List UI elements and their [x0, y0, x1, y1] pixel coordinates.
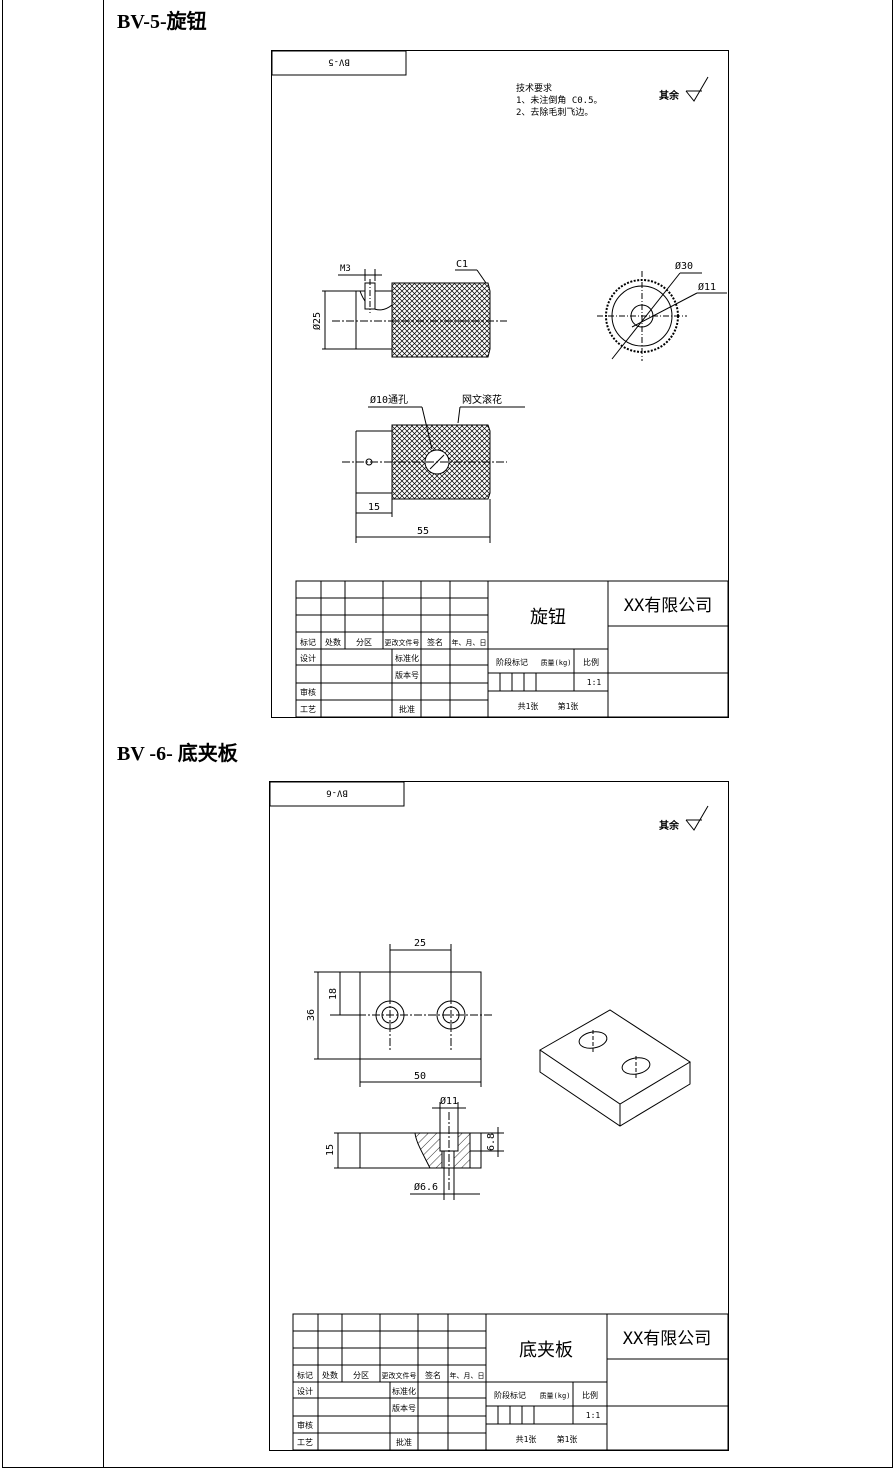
- tb-process: 工艺: [300, 705, 316, 714]
- tb-approve: 批准: [399, 704, 415, 714]
- tb-scale: 1:1: [587, 678, 602, 687]
- drawing-sheet-bv6: BV-6 其余 25 18 36 50: [269, 781, 729, 1451]
- tb-process: 工艺: [297, 1438, 313, 1447]
- tb-company: XX有限公司: [623, 1329, 711, 1349]
- dim-15: 15: [325, 1144, 336, 1156]
- tb-design: 设计: [297, 1386, 313, 1396]
- tb-count: 处数: [322, 1370, 338, 1380]
- tb-change-doc: 更改文件号: [385, 638, 420, 647]
- dim-d11: Ø11: [698, 281, 716, 293]
- tb-sheets: 共1张: [516, 1435, 537, 1444]
- drawing-bv6: BV-6 其余 25 18 36 50: [270, 782, 728, 1450]
- tech-req-line-1: 1、未注倒角 C0.5。: [516, 94, 603, 106]
- tb-weight: 质量(kg): [540, 1391, 571, 1400]
- tb-review: 审核: [297, 1420, 313, 1430]
- tb-weight: 质量(kg): [541, 658, 572, 667]
- tb-sign: 签名: [425, 1370, 441, 1380]
- dim-d25: Ø25: [311, 312, 323, 330]
- tb-version: 版本号: [392, 1403, 416, 1413]
- plate-section-view: [334, 1102, 504, 1200]
- tb-version: 版本号: [395, 670, 419, 680]
- dim-l55: 55: [417, 526, 429, 537]
- tb-standard: 标准化: [392, 1386, 416, 1396]
- dim-25: 25: [414, 938, 426, 949]
- tb-approve: 批准: [396, 1437, 412, 1447]
- dim-d30: Ø30: [675, 260, 693, 272]
- dim-through-hole: Ø10通孔: [370, 394, 408, 406]
- roughness-label: 其余: [659, 819, 680, 832]
- tb-ratio: 比例: [582, 1390, 598, 1400]
- title-block-bv6: [292, 1313, 728, 1450]
- knob-front-view: M3 C1 Ø25: [311, 259, 507, 358]
- tb-stage: 阶段标记: [494, 1390, 526, 1400]
- tb-count: 处数: [325, 637, 341, 647]
- drawing-number-label: BV-6: [326, 788, 348, 798]
- tb-part-name: 旋钮: [530, 607, 566, 628]
- dim-l15: 15: [368, 502, 380, 513]
- plate-isometric-view: [539, 1009, 691, 1127]
- dim-6-8: 6.8: [486, 1133, 497, 1151]
- roughness-symbol-icon: [685, 805, 709, 831]
- dim-knurl: 网文滚花: [462, 393, 502, 406]
- tech-req-title: 技术要求: [516, 82, 552, 94]
- roughness-symbol-icon: [685, 76, 709, 102]
- knob-top-view: Ø10通孔 网文滚花 15 55: [342, 393, 525, 543]
- tb-change-doc: 更改文件号: [382, 1371, 417, 1380]
- tb-mark: 标记: [300, 637, 316, 647]
- drawing-bv5: BV-5 技术要求 1、未注倒角 C0.5。 2、去除毛刺飞边。 其余 M3 C…: [272, 51, 728, 717]
- drawing-number-label: BV-5: [328, 57, 350, 67]
- dim-36: 36: [306, 1009, 317, 1021]
- tb-standard: 标准化: [395, 653, 419, 663]
- tech-req-line-2: 2、去除毛刺飞边。: [516, 106, 593, 118]
- drawing-sheet-bv5: BV-5 技术要求 1、未注倒角 C0.5。 2、去除毛刺飞边。 其余 M3 C…: [271, 50, 729, 718]
- tb-design: 设计: [300, 653, 316, 663]
- dim-d6-6: Ø6.6: [414, 1181, 438, 1193]
- column-divider: [103, 0, 104, 1467]
- tb-stage: 阶段标记: [496, 657, 528, 667]
- tb-mark: 标记: [297, 1370, 313, 1380]
- tb-sign: 签名: [427, 637, 443, 647]
- tb-part-name: 底夹板: [519, 1340, 573, 1361]
- plate-top-view: [314, 944, 492, 1087]
- tb-review: 审核: [300, 687, 316, 697]
- roughness-label: 其余: [659, 89, 680, 102]
- knob-side-view: Ø30 Ø11: [597, 260, 727, 361]
- tb-zone: 分区: [356, 638, 372, 647]
- tb-company: XX有限公司: [624, 596, 712, 616]
- title-block-bv5: [295, 580, 728, 717]
- dim-18: 18: [328, 988, 339, 1000]
- dim-m3: M3: [340, 264, 351, 274]
- tb-date: 年、月、日: [450, 1371, 485, 1380]
- tb-sheet-no: 第1张: [557, 1434, 578, 1444]
- dim-50: 50: [414, 1071, 426, 1082]
- tb-zone: 分区: [353, 1371, 369, 1380]
- tb-scale: 1:1: [586, 1411, 601, 1420]
- tb-sheets: 共1张: [518, 702, 539, 711]
- tb-sheet-no: 第1张: [558, 701, 579, 711]
- section-heading-bv6: BV -6- 底夹板: [117, 743, 238, 765]
- dim-d11: Ø11: [440, 1095, 458, 1107]
- dim-c1: C1: [456, 259, 468, 270]
- tb-date: 年、月、日: [452, 638, 487, 647]
- tb-ratio: 比例: [583, 657, 599, 667]
- section-heading-bv5: BV-5-旋钮: [117, 11, 207, 33]
